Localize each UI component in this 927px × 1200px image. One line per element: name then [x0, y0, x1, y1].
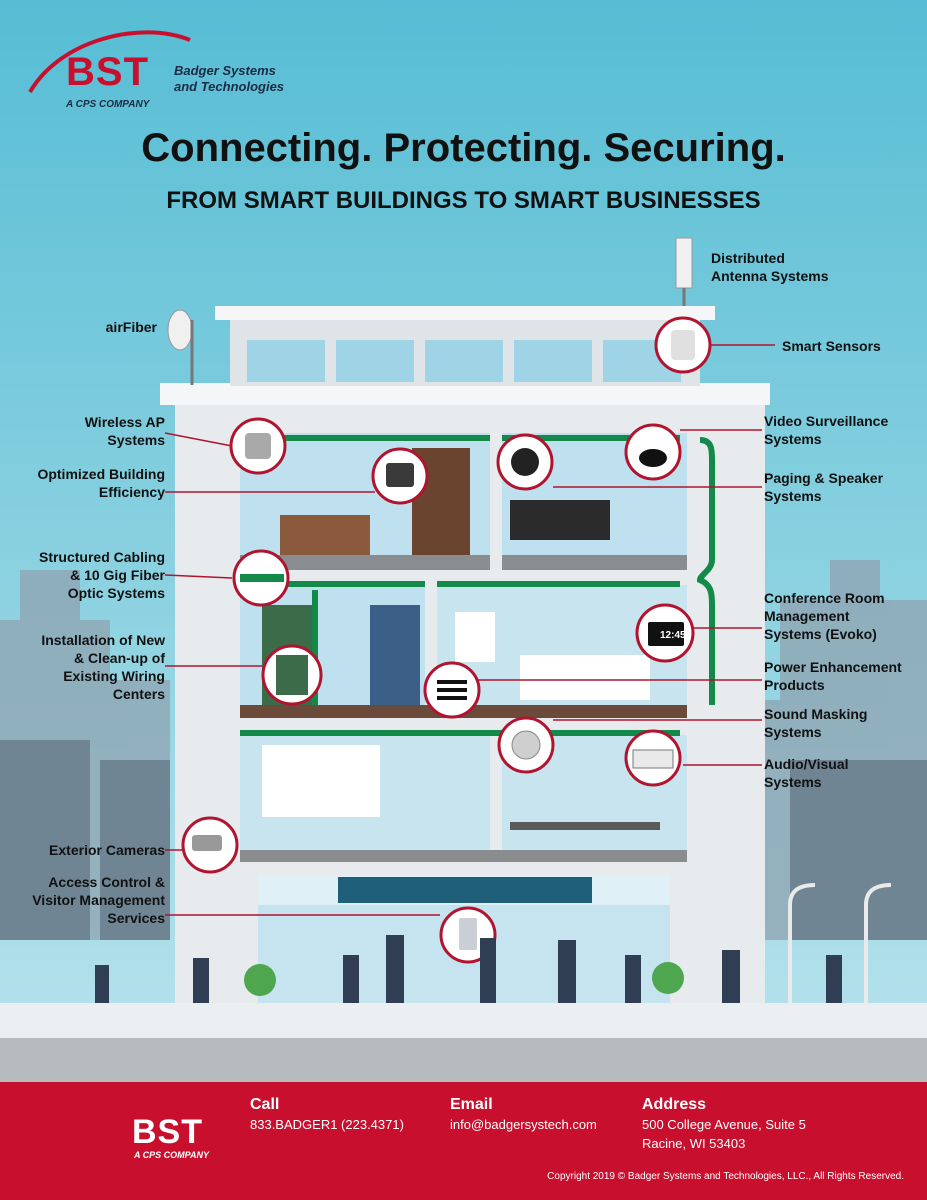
callout-paging: Paging & Speaker Systems [764, 469, 924, 505]
callout-wiring-line3: Existing Wiring [63, 668, 165, 684]
callout-das-line2: Antenna Systems [711, 268, 829, 284]
callout-conf-line1: Conference Room [764, 590, 885, 606]
callout-das: Distributed Antenna Systems [711, 249, 911, 285]
callout-smart-sensors: Smart Sensors [782, 338, 881, 354]
callout-building-efficiency-line1: Optimized Building [37, 466, 165, 482]
callout-exterior-cameras: Exterior Cameras [49, 842, 165, 858]
footer-parent-company: A CPS COMPANY [134, 1150, 210, 1160]
logo-swoosh [28, 30, 191, 94]
footer-logo[interactable]: BST [132, 1113, 203, 1151]
callout-wireless-ap: Wireless AP Systems [20, 413, 165, 449]
callout-paging-line2: Systems [764, 488, 822, 504]
phone-link[interactable]: 833.BADGER1 (223.4371) [250, 1117, 404, 1132]
company-name-line2: and Technologies [174, 79, 285, 94]
callout-video-line2: Systems [764, 431, 822, 447]
callout-paging-line1: Paging & Speaker [764, 470, 884, 486]
callout-conf-line3: Systems (Evoko) [764, 626, 877, 642]
roof-ledge [160, 383, 770, 405]
floor-3 [240, 433, 687, 570]
callout-wiring-line1: Installation of New [41, 632, 165, 648]
callout-cabling-line1: Structured Cabling [38, 549, 165, 565]
callout-airfiber: airFiber [105, 319, 157, 335]
callout-building-efficiency-line2: Efficiency [98, 484, 165, 500]
floor-1 [240, 735, 687, 862]
subheadline: FROM SMART BUILDINGS TO SMART BUSINESSES [166, 187, 761, 214]
callout-access-line3: Services [107, 910, 165, 926]
callout-wiring-centers: Installation of New & Clean-up of Existi… [10, 631, 165, 703]
skyline-foreground [0, 740, 927, 940]
email-label: Email [450, 1096, 493, 1113]
callout-power-line2: Products [764, 677, 825, 693]
address-label: Address [642, 1096, 707, 1113]
callout-sound-masking: Sound Masking Systems [764, 705, 924, 741]
headline: Connecting. Protecting. Securing. [141, 126, 786, 170]
callout-wireless-ap-line2: Systems [107, 432, 165, 448]
callout-cabling-line2: & 10 Gig Fiber [70, 567, 165, 583]
company-name-line1: Badger Systems [174, 63, 276, 78]
callout-audio-visual: Audio/Visual Systems [764, 755, 924, 791]
penthouse-windows [247, 340, 681, 382]
street-lamps [788, 883, 892, 1030]
email-link[interactable]: info@badgersystech.com [450, 1117, 597, 1132]
trees [244, 962, 684, 996]
airfiber-antenna [167, 309, 194, 385]
company-name: Badger Systems and Technologies [174, 63, 284, 95]
call-label: Call [250, 1096, 280, 1113]
callout-cabling-line3: Optic Systems [67, 585, 165, 601]
callout-wiring-line2: & Clean-up of [74, 650, 165, 666]
callout-access-control: Access Control & Visitor Management Serv… [10, 873, 165, 927]
callout-structured-cabling: Structured Cabling & 10 Gig Fiber Optic … [10, 548, 165, 602]
penthouse-roof [215, 306, 715, 320]
callout-access-line2: Visitor Management [32, 892, 165, 908]
callout-video-surveillance: Video Surveillance Systems [764, 412, 924, 448]
address-line1: 500 College Avenue, Suite 5 [642, 1117, 806, 1132]
street [0, 1038, 927, 1082]
copyright-notice: Copyright 2019 © Badger Systems and Tech… [547, 1171, 904, 1182]
callout-access-line1: Access Control & [48, 874, 165, 890]
callout-conference-room: Conference Room Management Systems (Evok… [764, 589, 924, 643]
callout-sound-line2: Systems [764, 724, 822, 740]
callout-sound-line1: Sound Masking [764, 706, 868, 722]
callout-das-line1: Distributed [711, 250, 785, 266]
callout-wireless-ap-line1: Wireless AP [84, 414, 165, 430]
callout-wiring-line4: Centers [112, 686, 165, 702]
callout-power: Power Enhancement Products [764, 658, 924, 694]
sidewalk [0, 1003, 927, 1038]
callout-video-line1: Video Surveillance [764, 413, 889, 429]
das-antenna [675, 237, 693, 306]
address-line2: Racine, WI 53403 [642, 1136, 746, 1151]
brand-logo[interactable]: BST [66, 50, 149, 94]
callout-icon-glyphs [192, 330, 695, 950]
callout-conf-line2: Management [764, 608, 850, 624]
parent-company: A CPS COMPANY [66, 99, 150, 110]
footer-bar: BST A CPS COMPANY Call 833.BADGER1 (223.… [0, 1082, 927, 1200]
callout-power-line1: Power Enhancement [764, 659, 902, 675]
evoko-clock: 12:45 [660, 630, 686, 641]
callout-building-efficiency: Optimized Building Efficiency [10, 465, 165, 501]
callout-lines [164, 344, 775, 916]
callout-av-line2: Systems [764, 774, 822, 790]
callout-av-line1: Audio/Visual [764, 756, 849, 772]
